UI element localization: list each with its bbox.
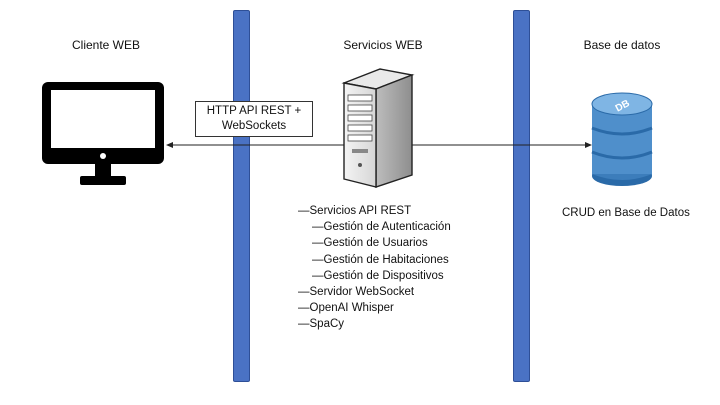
connection-label-line1: HTTP API REST + [206, 105, 302, 117]
database-title: Base de datos [583, 38, 661, 52]
connection-label-line2: WebSockets [221, 120, 287, 132]
connection-label-box: HTTP API REST + WebSockets [195, 101, 313, 137]
services-list: —Servicios API REST —Gestión de Autentica… [298, 203, 451, 333]
services-list-item: —Gestión de Dispositivos [312, 269, 444, 282]
client-title: Cliente WEB [71, 38, 141, 52]
services-list-item: —Gestión de Autenticación [312, 221, 451, 234]
services-list-item: —OpenAI Whisper [298, 302, 394, 315]
services-title: Servicios WEB [343, 38, 423, 52]
services-list-item: —Servidor WebSocket [298, 286, 415, 299]
separator-right [513, 10, 530, 382]
db-caption: CRUD en Base de Datos [562, 207, 690, 219]
services-list-item: —Gestión de Habitaciones [312, 253, 449, 266]
database-icon: DB [591, 92, 653, 186]
services-list-item: —Servicios API REST [298, 205, 412, 217]
services-list-item: —Gestión de Usuarios [312, 237, 428, 250]
monitor-icon [42, 82, 164, 185]
services-list-item: —SpaCy [298, 318, 345, 331]
server-icon [341, 68, 415, 188]
